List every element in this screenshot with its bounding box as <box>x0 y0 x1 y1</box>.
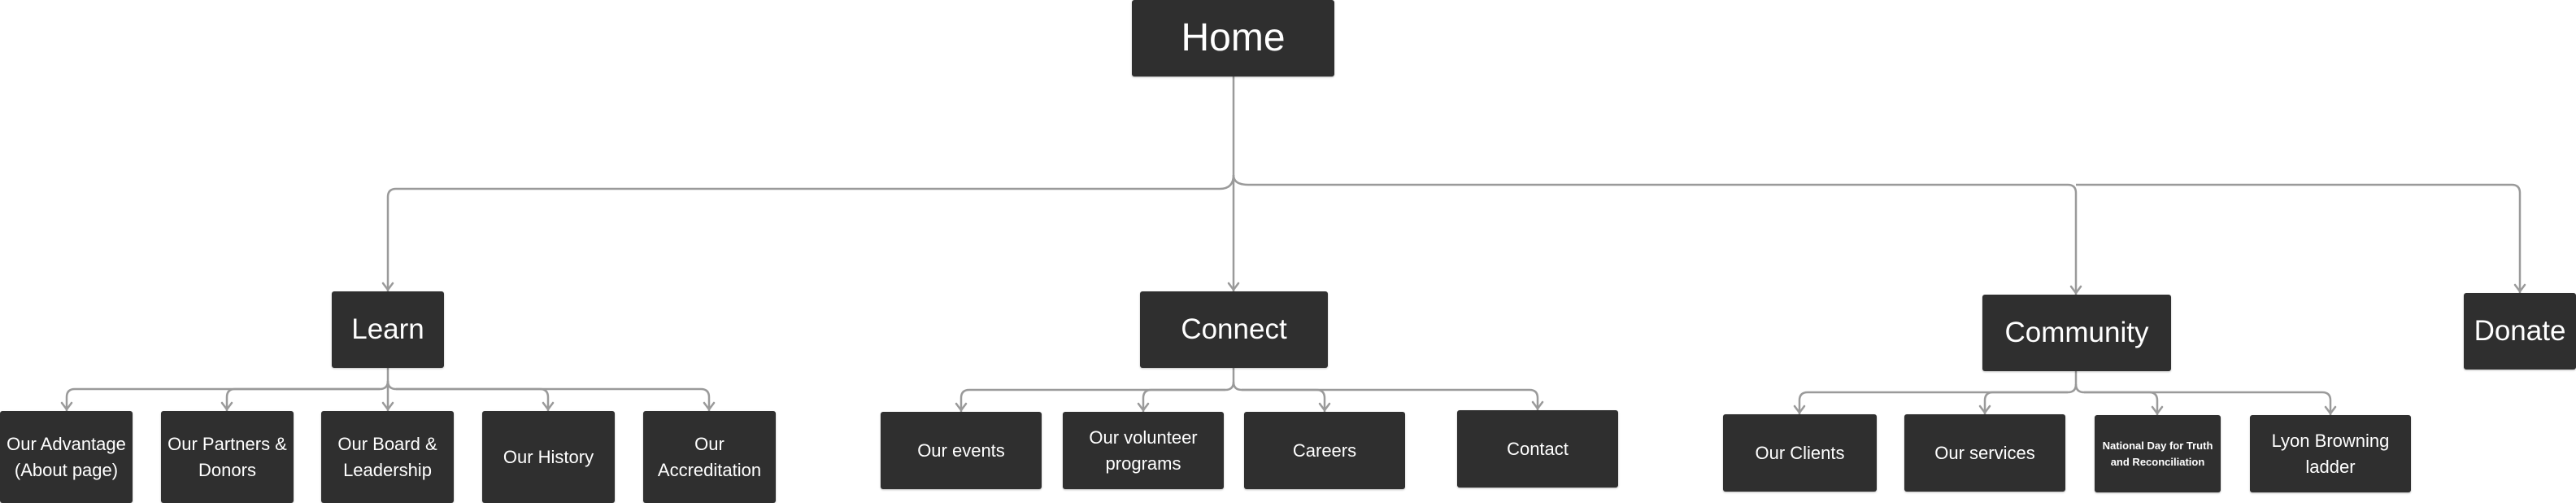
arrowhead <box>381 282 394 291</box>
edge-connect-child <box>1142 388 1225 412</box>
edge-learn-child <box>225 387 380 411</box>
node-our-services-label: Our services <box>1934 442 2035 463</box>
arrowhead <box>1227 282 1240 291</box>
node-our-advantage-label: Our Advantage (About page) <box>7 433 126 480</box>
edge-learn-child <box>396 387 711 411</box>
node-our-history-label: Our History <box>503 446 594 467</box>
arrowhead <box>60 401 73 411</box>
node-our-advantage[interactable]: Our Advantage (About page) <box>0 411 133 503</box>
edge-community-trunk <box>2067 371 2078 394</box>
node-careers[interactable]: Careers <box>1244 412 1405 489</box>
node-contact[interactable]: Contact <box>1457 410 1618 488</box>
node-our-accreditation[interactable]: Our Accreditation <box>643 411 776 503</box>
node-our-clients-label: Our Clients <box>1755 442 1845 463</box>
arrowhead <box>220 401 233 411</box>
edge-home-donate <box>2076 183 2522 293</box>
node-our-events[interactable]: Our events <box>881 412 1042 489</box>
edge-community-child <box>2084 391 2332 415</box>
node-learn-label: Learn <box>351 313 424 345</box>
edge-learn-child <box>65 387 380 411</box>
edge-connect-trunk <box>1232 381 1242 391</box>
node-our-volunteer-programs[interactable]: Our volunteer programs <box>1063 412 1224 489</box>
arrowhead <box>381 401 394 411</box>
edge-learn-trunk <box>379 368 389 391</box>
node-our-partners-donors[interactable]: Our Partners & Donors <box>161 411 294 503</box>
node-connect-label: Connect <box>1181 313 1287 345</box>
edge-community-child <box>1983 391 2068 414</box>
arrowhead <box>2324 405 2337 415</box>
node-our-volunteer-programs-label: Our volunteer programs <box>1089 426 1198 474</box>
node-our-board-leadership-label: Our Board & Leadership <box>337 433 437 480</box>
arrowhead <box>1978 405 1991 414</box>
node-community[interactable]: Community <box>1982 295 2171 371</box>
edge-community-child <box>2084 391 2159 415</box>
node-our-history[interactable]: Our History <box>482 411 615 503</box>
node-home-label: Home <box>1181 16 1286 60</box>
arrowhead <box>1137 402 1150 412</box>
node-our-services[interactable]: Our services <box>1904 414 2065 492</box>
edge-connect-child <box>1242 388 1539 410</box>
node-national-day-truth-reconciliation-label: National Day for Truth and Reconciliatio… <box>2102 440 2213 468</box>
node-home[interactable]: Home <box>1132 0 1334 77</box>
node-learn[interactable]: Learn <box>332 291 444 368</box>
arrowhead <box>2151 405 2164 415</box>
node-careers-label: Careers <box>1292 440 1357 461</box>
node-lyon-browning-ladder-label: Lyon Browning ladder <box>2271 430 2390 477</box>
node-community-label: Community <box>2004 316 2149 348</box>
edge-home-learn <box>386 174 1235 291</box>
node-national-day-truth-reconciliation[interactable]: National Day for Truth and Reconciliatio… <box>2095 415 2221 492</box>
edge-connect-trunk <box>1225 368 1235 391</box>
arrowhead <box>703 401 716 411</box>
node-contact-label: Contact <box>1507 438 1569 459</box>
node-our-partners-donors-label: Our Partners & Donors <box>168 433 287 480</box>
edge-community-child <box>1798 391 2068 414</box>
arrowhead <box>1793 405 1806 414</box>
arrowhead <box>2069 285 2082 295</box>
arrowhead <box>1318 402 1331 412</box>
edge-connect-child <box>959 388 1225 412</box>
node-connect[interactable]: Connect <box>1140 291 1328 368</box>
node-lyon-browning-ladder[interactable]: Lyon Browning ladder <box>2250 415 2411 492</box>
node-donate-label: Donate <box>2474 314 2566 347</box>
edge-learn-child <box>396 387 550 411</box>
node-donate[interactable]: Donate <box>2464 293 2576 370</box>
node-our-events-label: Our events <box>917 440 1005 461</box>
edge-learn-trunk <box>386 380 397 391</box>
arrowhead <box>542 401 555 411</box>
node-our-board-leadership[interactable]: Our Board & Leadership <box>321 411 454 503</box>
edge-home-community <box>1232 174 2078 295</box>
arrowhead <box>1531 400 1544 410</box>
edge-community-trunk <box>2074 383 2085 394</box>
arrowhead <box>955 402 968 412</box>
node-our-clients[interactable]: Our Clients <box>1723 414 1877 492</box>
arrowhead <box>2513 283 2526 293</box>
edge-connect-child <box>1242 388 1326 412</box>
node-our-accreditation-label: Our Accreditation <box>657 433 762 480</box>
